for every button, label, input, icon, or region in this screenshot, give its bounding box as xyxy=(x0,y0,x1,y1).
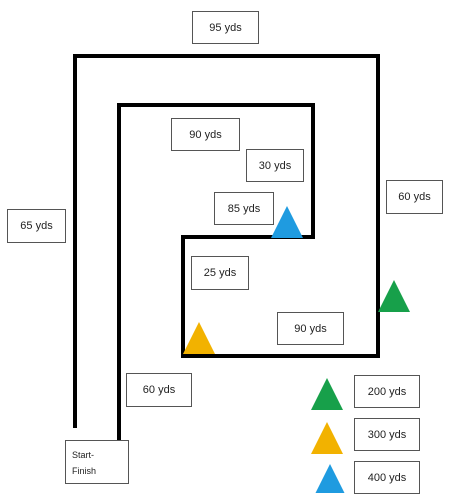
segment-label-inner-mid: 85 yds xyxy=(214,192,274,225)
segment-label-inner-top: 90 yds xyxy=(171,118,240,151)
legend-label-400: 400 yds xyxy=(354,461,420,494)
legend-label-200: 200 yds xyxy=(354,375,420,408)
legend-label-300: 300 yds xyxy=(354,418,420,451)
segment-label-right-outer: 60 yds xyxy=(386,180,443,214)
green-marker-icon xyxy=(378,280,410,312)
legend-yellow-icon xyxy=(311,422,343,454)
blue-marker-icon xyxy=(271,206,303,238)
yellow-marker-icon xyxy=(183,322,215,354)
outer-path xyxy=(73,54,380,446)
legend-blue-icon xyxy=(315,464,345,493)
legend-green-icon xyxy=(311,378,343,410)
start-finish-box: Start- Finish xyxy=(65,440,129,484)
segment-label-top: 95 yds xyxy=(192,11,259,44)
segment-label-inner-left-lower: 25 yds xyxy=(191,256,249,290)
segment-label-left-inner: 60 yds xyxy=(126,373,192,407)
segment-label-left-outer: 65 yds xyxy=(7,209,66,243)
segment-label-bottom: 90 yds xyxy=(277,312,344,345)
segment-label-inner-right-upper: 30 yds xyxy=(246,149,304,182)
